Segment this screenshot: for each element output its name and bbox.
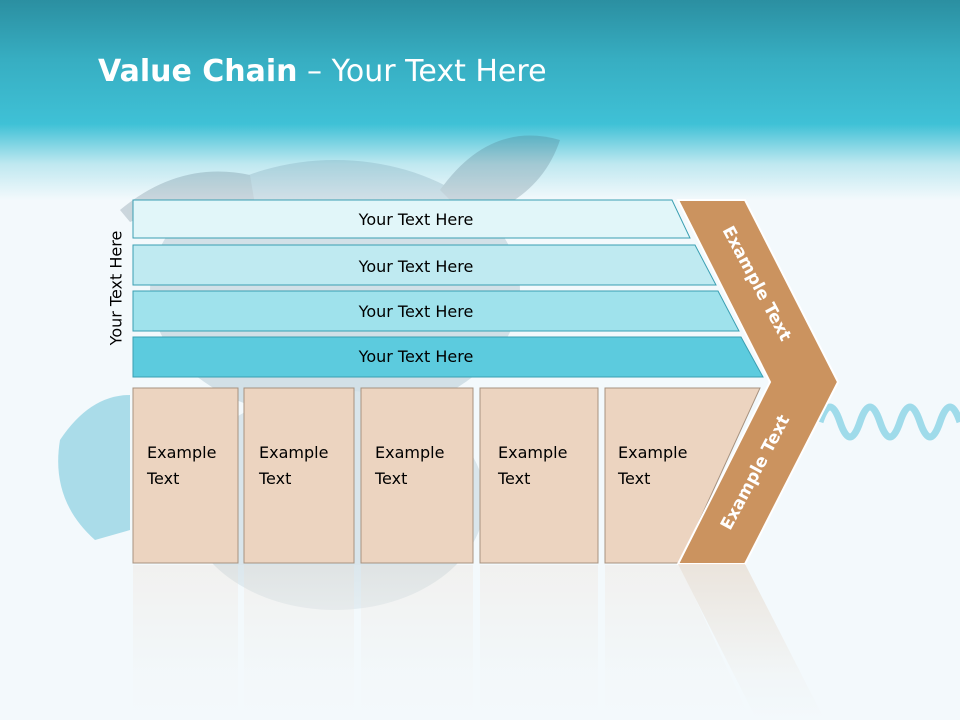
phone-cord-icon (816, 403, 960, 441)
primary-box-label-line2: Text (258, 469, 291, 488)
primary-box-shape (360, 387, 474, 564)
primary-box-label-line1: Example (259, 443, 328, 462)
title-rest: – Your Text Here (297, 54, 547, 89)
primary-box-label-line2: Text (146, 469, 179, 488)
primary-box-label-line2: Text (374, 469, 407, 488)
primary-box-label-line1: Example (147, 443, 216, 462)
primary-box-label-line1: Example (375, 443, 444, 462)
primary-box-shape (132, 387, 239, 564)
primary-box-label-line2: Text (497, 469, 530, 488)
phone-handset-icon (58, 395, 130, 540)
primary-box-shape (243, 387, 355, 564)
primary-box: Example Text (360, 387, 474, 564)
support-row-shape (132, 244, 717, 286)
support-row-label: Your Text Here (358, 302, 474, 321)
support-row-shape (132, 336, 764, 378)
svg-text:Example Text: Example Text (146, 443, 222, 488)
title-bold: Value Chain (98, 54, 298, 89)
margin-chevron (676, 199, 840, 565)
primary-box: Example Text (479, 387, 599, 564)
support-row-shape (132, 290, 740, 332)
support-row-label: Your Text Here (358, 347, 474, 366)
primary-box: Example Text (132, 387, 239, 564)
svg-text:Example Text: Example Text (497, 443, 573, 488)
support-row: Your Text Here (132, 336, 764, 378)
support-row: Your Text Here (132, 199, 691, 239)
primary-box: Example Text (243, 387, 355, 564)
support-row-label: Your Text Here (358, 210, 474, 229)
page-title: Value Chain – Your Text Here (98, 54, 547, 89)
support-row: Your Text Here (132, 244, 717, 286)
support-row-shape (132, 199, 691, 239)
primary-box-shape (479, 387, 599, 564)
primary-box-label-line1: Example (498, 443, 567, 462)
svg-text:Example Text: Example Text (374, 443, 450, 488)
support-row-label: Your Text Here (358, 257, 474, 276)
svg-text:Example Text: Example Text (617, 443, 693, 488)
svg-text:Example Text: Example Text (258, 443, 334, 488)
primary-box-label-line1: Example (618, 443, 687, 462)
primary-box-label-line2: Text (617, 469, 650, 488)
reflection-fade (100, 565, 860, 720)
support-row: Your Text Here (132, 290, 740, 332)
header-band (0, 0, 960, 200)
